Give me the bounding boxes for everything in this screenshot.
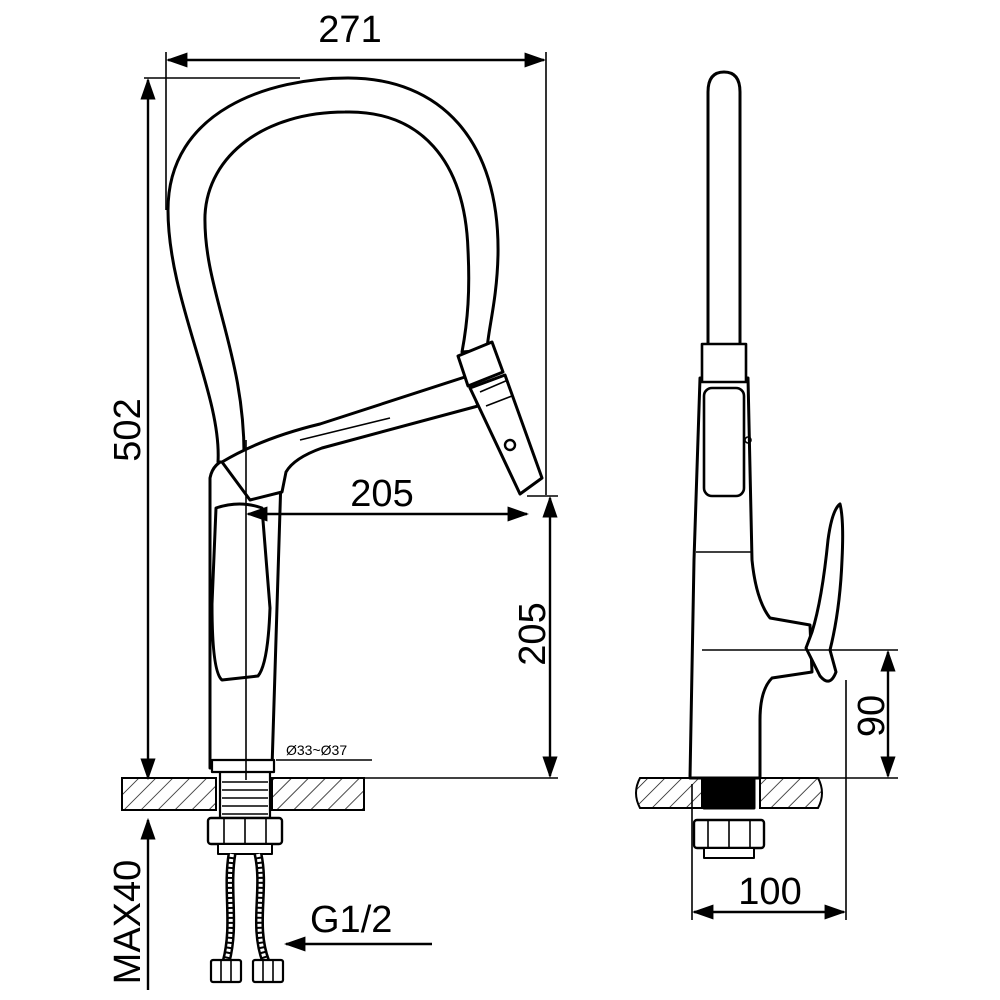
label-connection-thread: G1/2 (310, 899, 392, 941)
label-width-271: 271 (318, 9, 381, 51)
faucet-base (210, 758, 276, 774)
threaded-shank (218, 768, 272, 820)
side-nut (692, 818, 766, 859)
countertop-right (271, 777, 365, 811)
label-handle-height-90: 90 (851, 695, 893, 737)
label-base-width-100: 100 (738, 871, 801, 913)
label-reach-205: 205 (350, 473, 413, 515)
mounting-nut (206, 816, 284, 855)
label-hole-diameter: Ø33~Ø37 (286, 742, 347, 758)
label-spout-height-205: 205 (512, 602, 554, 665)
side-handle-grip (702, 386, 746, 498)
label-height-502: 502 (107, 398, 149, 461)
supply-hoses (209, 853, 285, 984)
label-max-thickness: MAX40 (107, 860, 149, 985)
countertop-side-right (759, 777, 823, 809)
lever-handle-front (210, 502, 272, 682)
side-spout (706, 70, 742, 372)
side-lever (804, 502, 845, 683)
countertop-left (121, 777, 217, 811)
side-spray-collar (700, 342, 748, 384)
front-view: 502 271 205 205 Ø33~Ø37 MAX40 G1/2 (107, 9, 558, 990)
spray-head (456, 340, 544, 496)
side-view: 90 100 (635, 70, 898, 920)
